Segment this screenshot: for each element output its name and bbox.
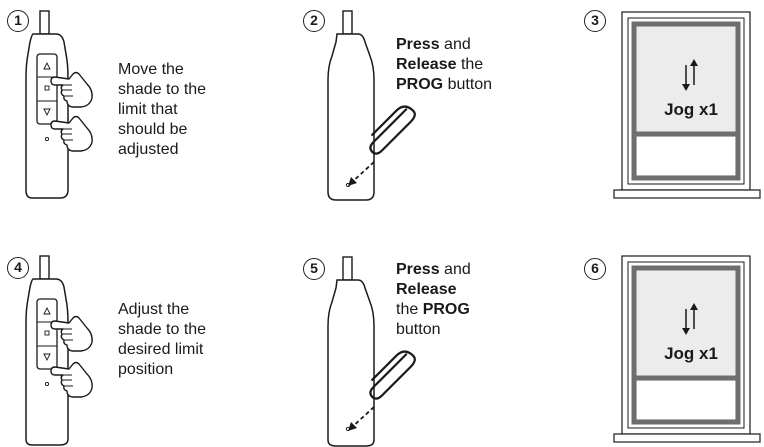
step-1-instruction: Move the shade to the limit that should … [118,60,206,160]
text: the [396,301,423,318]
text-line: Move the [118,61,184,78]
step-2-instruction: Press and Release the PROG button [396,35,492,95]
text-line: Release [396,280,471,300]
text-line: desired limit [118,341,204,358]
window-shade-icon [613,255,761,443]
remote-control-icon [327,256,375,447]
up-down-arrows-icon [682,59,698,91]
text-line: Press and [396,35,492,55]
emphasis: PROG [396,76,444,93]
emphasis: Release [396,56,457,73]
remote-control-icon [327,10,375,201]
step-2-number: 2 [303,10,325,32]
step-1-number: 1 [7,10,29,32]
text-line: position [118,361,174,378]
text-line: should be [118,121,188,138]
remote-control-icon [25,255,69,446]
pointing-hand-icon [50,115,93,152]
text-line: shade to the [118,321,207,338]
text-line: Release the [396,55,492,75]
step-3-number: 3 [584,10,606,32]
pointing-hand-icon [50,315,93,352]
text: the [456,56,484,73]
remote-control-icon [25,10,69,199]
emphasis: Release [396,281,457,298]
pointing-hand-icon [50,361,93,398]
text-line: Press and [396,260,471,280]
jog-label: Jog x1 [664,100,718,119]
emphasis: Press [396,261,440,278]
text-line: button [396,321,441,338]
text-line: PROG button [396,75,492,95]
emphasis: Press [396,36,440,53]
window-shade-icon [613,11,761,199]
step-4-number: 4 [7,257,29,279]
step-6-number: 6 [584,258,606,280]
text-line: Adjust the [118,301,190,318]
jog-label: Jog x1 [664,344,718,363]
text: and [439,261,471,278]
text-line: the PROG [396,300,471,320]
text: button [443,76,493,93]
paperclip-icon [348,105,416,186]
paperclip-icon [348,350,416,431]
step-5-number: 5 [303,258,325,280]
emphasis: PROG [422,301,470,318]
step-5-instruction: Press and Release the PROG button [396,260,471,340]
pointing-hand-icon [50,71,93,108]
text-line: limit that [118,101,178,118]
up-down-arrows-icon [682,303,698,335]
step-4-instruction: Adjust the shade to the desired limit po… [118,300,206,380]
text: and [439,36,471,53]
text-line: adjusted [118,141,179,158]
text-line: shade to the [118,81,207,98]
